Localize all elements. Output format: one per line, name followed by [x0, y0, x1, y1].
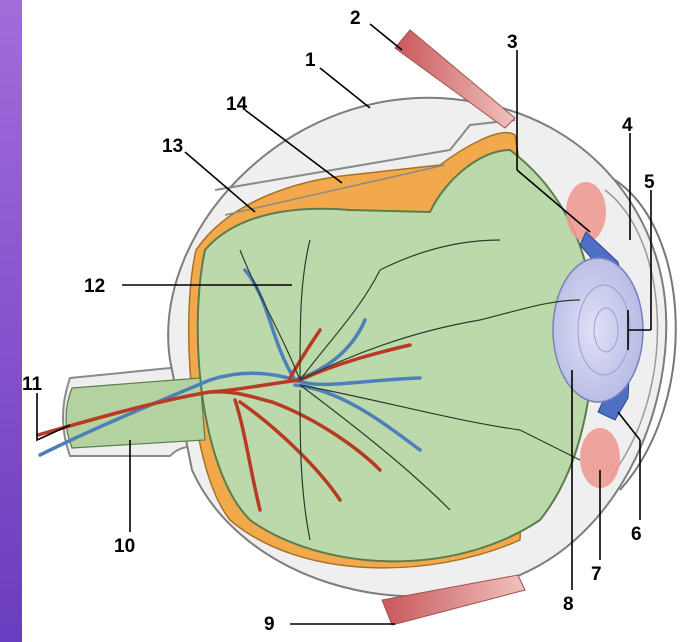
label-1: 1	[305, 50, 316, 71]
label-13: 13	[162, 136, 183, 157]
label-5: 5	[644, 172, 655, 193]
label-11: 11	[22, 374, 43, 395]
label-3: 3	[507, 32, 518, 53]
label-8: 8	[563, 594, 574, 615]
label-4: 4	[622, 115, 633, 136]
label-7: 7	[591, 564, 602, 585]
label-6: 6	[631, 524, 642, 545]
background-left-strip	[0, 0, 22, 642]
label-9: 9	[264, 614, 275, 635]
label-2: 2	[350, 8, 361, 29]
label-12: 12	[84, 276, 105, 297]
label-14: 14	[226, 94, 248, 115]
label-10: 10	[114, 536, 135, 557]
